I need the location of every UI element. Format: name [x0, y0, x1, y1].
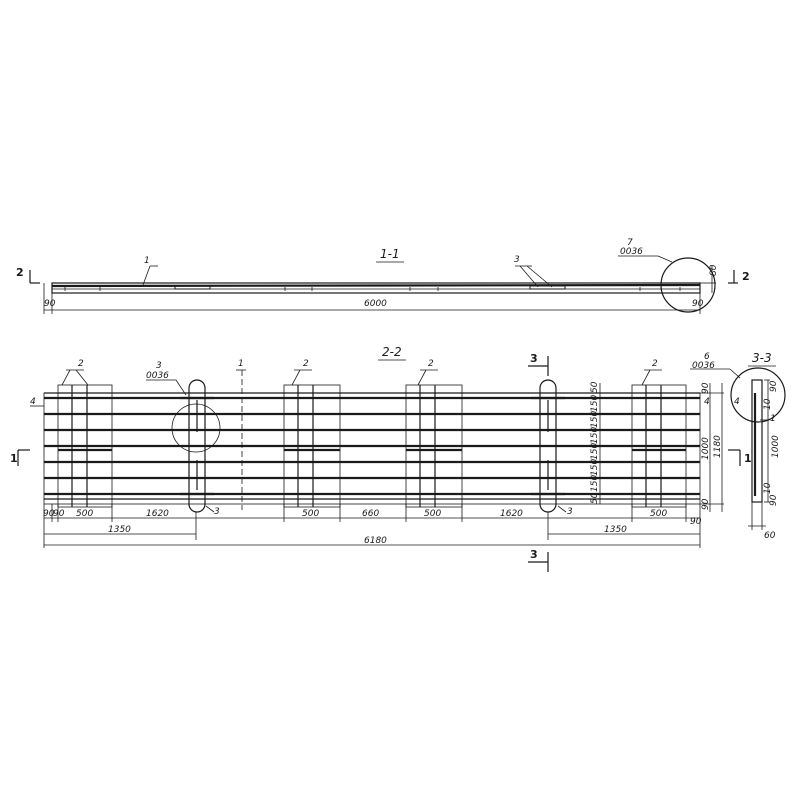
svg-text:150: 150 — [590, 395, 600, 412]
callout-4-left: 4 — [30, 397, 36, 407]
callout-2-c: 2 — [428, 359, 434, 369]
node-6-number: 6 — [704, 352, 710, 362]
dim-1350-left: 1350 — [108, 525, 131, 535]
section-3-3: 3-3 4 1 90 10 1000 10 90 60 — [734, 351, 781, 541]
embedded-plate-right — [529, 285, 566, 290]
mesh-frame-3 — [405, 384, 463, 508]
svg-text:150: 150 — [590, 411, 600, 428]
callout-1: 1 — [238, 359, 244, 369]
node-number: 7 — [627, 238, 633, 248]
section-3-dim-90-top: 90 — [769, 380, 779, 392]
leader-3b — [526, 265, 553, 288]
section-3-dim-10-bottom: 10 — [763, 482, 773, 494]
callout-2-b: 2 — [303, 359, 309, 369]
section-3-dim-90-bottom: 90 — [769, 494, 779, 506]
callout-3-bottom-left: 3 — [214, 507, 220, 517]
dim-1350-right: 1350 — [604, 525, 627, 535]
vertical-dims: 50 150 150 150 150 150 150 50 — [590, 381, 600, 504]
beam-elevation — [51, 282, 701, 294]
callout-2-a: 2 — [78, 359, 84, 369]
section-1-1: 1-1 1 3 7 0036 2 — [16, 238, 750, 314]
section-2-2: 2-2 — [10, 345, 786, 572]
callout-3-top: 3 — [156, 361, 162, 371]
dim-right-1000: 1000 — [701, 437, 711, 460]
section-2-2-title: 2-2 — [382, 345, 402, 359]
dim-500-d: 500 — [650, 509, 667, 519]
cut-1-right: 1 — [744, 452, 752, 465]
dim-1620-a: 1620 — [146, 509, 169, 519]
lifting-loop-left — [180, 379, 214, 513]
leader-1 — [142, 265, 151, 286]
dim-500-b: 500 — [302, 509, 319, 519]
mesh-frame-4 — [631, 384, 687, 508]
detail-node-circle — [660, 257, 716, 313]
callout-2-d: 2 — [652, 359, 658, 369]
svg-text:150: 150 — [590, 427, 600, 444]
dim-80: 80 — [709, 264, 719, 276]
callout-3-sheet: 0036 — [146, 371, 169, 381]
cut-2-left: 2 — [16, 266, 24, 279]
node-6-sheet: 0036 — [692, 361, 715, 371]
dim-90-b: 90 — [53, 509, 65, 519]
section-1-1-title: 1-1 — [380, 247, 400, 261]
dim-90-right: 90 — [692, 299, 704, 309]
dim-660: 660 — [362, 509, 379, 519]
section-3-3-title: 3-3 — [752, 351, 772, 365]
dim-1620-b: 1620 — [500, 509, 523, 519]
cut-2-right: 2 — [742, 270, 750, 283]
dim-90-left: 90 — [44, 299, 56, 309]
section-3-dim-10: 10 — [763, 398, 773, 410]
dim-500-a: 500 — [76, 509, 93, 519]
leader-3a — [519, 265, 539, 288]
dim-right-90-bottom: 90 — [701, 498, 711, 510]
svg-text:150: 150 — [590, 459, 600, 476]
stirrup-marks — [64, 287, 681, 291]
callout-3-bottom-right: 3 — [567, 507, 573, 517]
section-3-dim-1000: 1000 — [771, 435, 781, 458]
svg-text:150: 150 — [590, 443, 600, 460]
dim-90-a: 90 — [43, 509, 55, 519]
detail-node-circle-6 — [730, 367, 786, 423]
bottom-dimension-chain — [43, 504, 701, 548]
dim-90-c: 90 — [690, 517, 702, 527]
cut-3-top: 3 — [530, 352, 538, 365]
section-3-callout-4: 4 — [734, 397, 740, 407]
node-sheet: 0036 — [620, 247, 643, 257]
svg-text:50: 50 — [590, 492, 600, 504]
svg-text:150: 150 — [590, 475, 600, 492]
cross-section-outline — [751, 379, 763, 503]
dim-6000: 6000 — [364, 299, 387, 309]
callout-4-right: 4 — [704, 397, 710, 407]
mesh-frame-1 — [57, 384, 113, 508]
svg-text:50: 50 — [590, 381, 600, 393]
dim-right-90-top: 90 — [701, 382, 711, 394]
top-bar — [51, 283, 701, 288]
section-3-dim-60: 60 — [764, 531, 776, 541]
longitudinal-bars — [44, 392, 700, 500]
callout-1: 1 — [144, 256, 150, 266]
callout-3: 3 — [514, 255, 520, 265]
slab-outline — [43, 392, 701, 505]
dim-right-1180: 1180 — [713, 435, 723, 458]
dim-500-c: 500 — [424, 509, 441, 519]
detail-circle-3 — [171, 403, 221, 453]
dim-6180: 6180 — [364, 536, 387, 546]
section-3-callout-1: 1 — [770, 414, 776, 424]
embedded-plate-left — [174, 285, 211, 290]
cut-1-left: 1 — [10, 452, 18, 465]
cut-3-bottom: 3 — [530, 548, 538, 561]
mesh-frame-2 — [283, 384, 341, 508]
